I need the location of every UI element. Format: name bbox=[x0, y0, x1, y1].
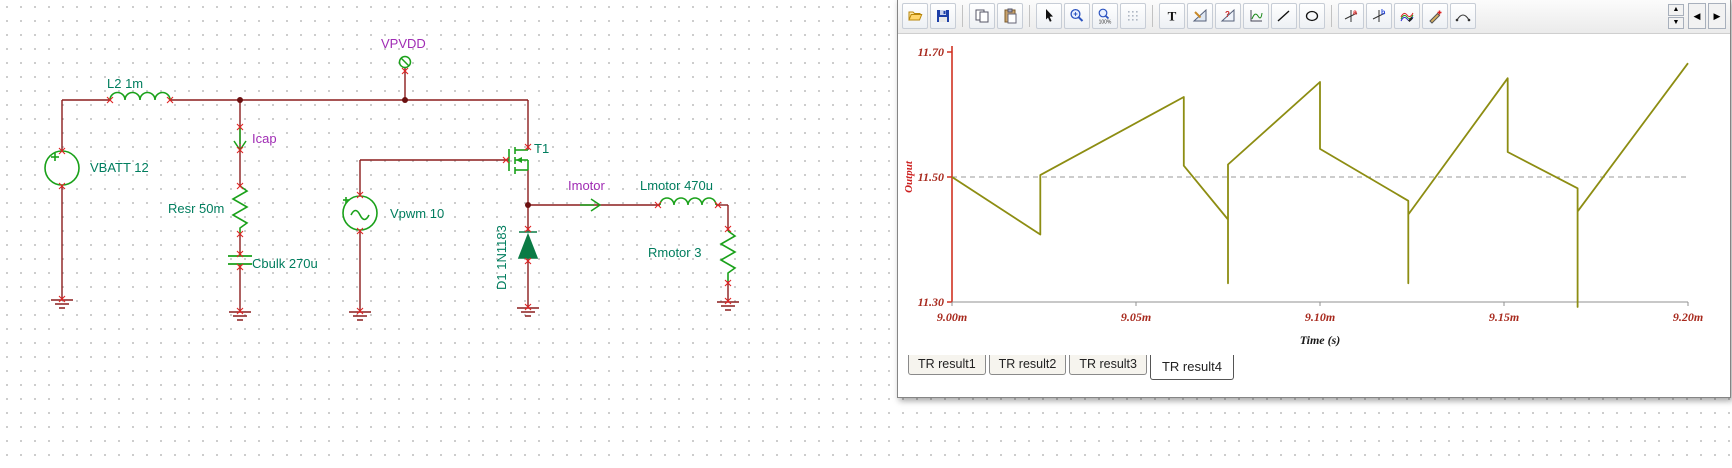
ruler-query-tool-button[interactable]: ? bbox=[1215, 3, 1241, 29]
svg-text:11.50: 11.50 bbox=[918, 170, 944, 184]
label-vbatt: VBATT 12 bbox=[90, 160, 149, 175]
ruler-pencil-tool-button[interactable] bbox=[1187, 3, 1213, 29]
component-jumper-vpvdd[interactable] bbox=[398, 55, 412, 69]
results-tabbar: TR result1 TR result2 TR result3 TR resu… bbox=[898, 354, 1730, 380]
zoom-in-button[interactable] bbox=[1064, 3, 1090, 29]
label-rmotor: Rmotor 3 bbox=[648, 245, 701, 260]
open-button[interactable] bbox=[902, 3, 928, 29]
component-diode-d1[interactable] bbox=[517, 231, 539, 259]
tab-tr-result2[interactable]: TR result2 bbox=[988, 355, 1067, 375]
interpolate-tool-button[interactable] bbox=[1450, 3, 1476, 29]
tab-tr-result4[interactable]: TR result4 bbox=[1149, 355, 1234, 380]
text-tool-button[interactable]: T bbox=[1159, 3, 1185, 29]
schematic-canvas: L2 1m VBATT 12 Icap Resr 50m Cbulk 270u … bbox=[44, 36, 740, 321]
page-spinner: ▲ ▼ bbox=[1668, 3, 1684, 29]
add-curve-tool-button[interactable] bbox=[1422, 3, 1448, 29]
curves-tool-button[interactable] bbox=[1394, 3, 1420, 29]
toolbar-separator bbox=[1331, 5, 1332, 27]
component-inductor-lmotor[interactable] bbox=[659, 197, 717, 206]
svg-text:9.10m: 9.10m bbox=[1305, 310, 1335, 324]
component-source-vbatt[interactable] bbox=[44, 150, 80, 186]
cursor-b-tool-button[interactable]: b bbox=[1366, 3, 1392, 29]
axes-tool-button[interactable] bbox=[1243, 3, 1269, 29]
svg-text:9.20m: 9.20m bbox=[1673, 310, 1703, 324]
wires[interactable] bbox=[61, 68, 729, 312]
svg-text:11.70: 11.70 bbox=[918, 45, 944, 59]
component-resistor-resr[interactable] bbox=[231, 185, 249, 234]
waveform-plot: 11.30 11.50 11.70 9.00m 9.05m 9.10m 9.15m 9.20m… bbox=[903, 45, 1703, 347]
label-vpwm: Vpwm 10 bbox=[390, 206, 444, 221]
svg-text:b: b bbox=[1381, 10, 1385, 17]
scroll-left-button[interactable]: ◀ bbox=[1688, 3, 1706, 29]
svg-text:T: T bbox=[1168, 9, 1177, 24]
svg-text:11.30: 11.30 bbox=[918, 295, 944, 309]
label-d1: D1 1N1183 bbox=[494, 225, 509, 290]
component-capacitor-cbulk[interactable] bbox=[228, 255, 252, 265]
cursor-a-tool-button[interactable]: a bbox=[1338, 3, 1364, 29]
save-button[interactable] bbox=[930, 3, 956, 29]
svg-text:9.05m: 9.05m bbox=[1121, 310, 1151, 324]
component-resistor-rmotor[interactable] bbox=[719, 230, 737, 281]
junction-dots bbox=[237, 97, 531, 208]
zoom-100-button[interactable]: 100% bbox=[1092, 3, 1118, 29]
toolbar-separator bbox=[1029, 5, 1030, 27]
paste-button[interactable] bbox=[997, 3, 1023, 29]
grid-toggle-button[interactable] bbox=[1120, 3, 1146, 29]
line-tool-button[interactable] bbox=[1271, 3, 1297, 29]
label-vpvdd: VPVDD bbox=[381, 36, 426, 51]
label-t1: T1 bbox=[534, 141, 549, 156]
component-mosfet-t1[interactable] bbox=[508, 147, 529, 174]
tab-tr-result3[interactable]: TR result3 bbox=[1069, 355, 1147, 375]
toolbar-separator bbox=[962, 5, 963, 27]
toolbar-separator bbox=[1152, 5, 1153, 27]
svg-text:?: ? bbox=[1225, 10, 1230, 19]
label-resr: Resr 50m bbox=[168, 201, 224, 216]
spin-down-button[interactable]: ▼ bbox=[1668, 16, 1684, 29]
label-cbulk: Cbulk 270u bbox=[252, 256, 318, 271]
spin-up-button[interactable]: ▲ bbox=[1668, 3, 1684, 16]
svg-text:Time (s): Time (s) bbox=[1300, 333, 1341, 347]
component-current-probe-imotor[interactable] bbox=[580, 198, 602, 212]
ellipse-tool-button[interactable] bbox=[1299, 3, 1325, 29]
pin-markers bbox=[58, 67, 732, 315]
svg-text:100%: 100% bbox=[1099, 20, 1112, 25]
label-imotor: Imotor bbox=[568, 178, 606, 193]
label-icap: Icap bbox=[252, 131, 277, 146]
component-inductor-l2[interactable] bbox=[109, 91, 171, 101]
copy-button[interactable] bbox=[969, 3, 995, 29]
component-source-vpwm[interactable] bbox=[342, 195, 378, 231]
ground-symbols[interactable] bbox=[50, 299, 740, 321]
diagram-window: 100% T ? a b bbox=[897, 0, 1731, 398]
svg-text:Output: Output bbox=[903, 160, 915, 193]
select-tool-button[interactable] bbox=[1036, 3, 1062, 29]
svg-text:9.15m: 9.15m bbox=[1489, 310, 1519, 324]
tab-tr-result1[interactable]: TR result1 bbox=[908, 355, 986, 375]
label-l2: L2 1m bbox=[107, 76, 143, 91]
svg-text:a: a bbox=[1353, 10, 1357, 17]
label-lmotor: Lmotor 470u bbox=[640, 178, 713, 193]
svg-text:9.00m: 9.00m bbox=[937, 310, 967, 324]
diagram-toolbar: 100% T ? a b bbox=[898, 0, 1730, 34]
scroll-right-button[interactable]: ▶ bbox=[1708, 3, 1726, 29]
